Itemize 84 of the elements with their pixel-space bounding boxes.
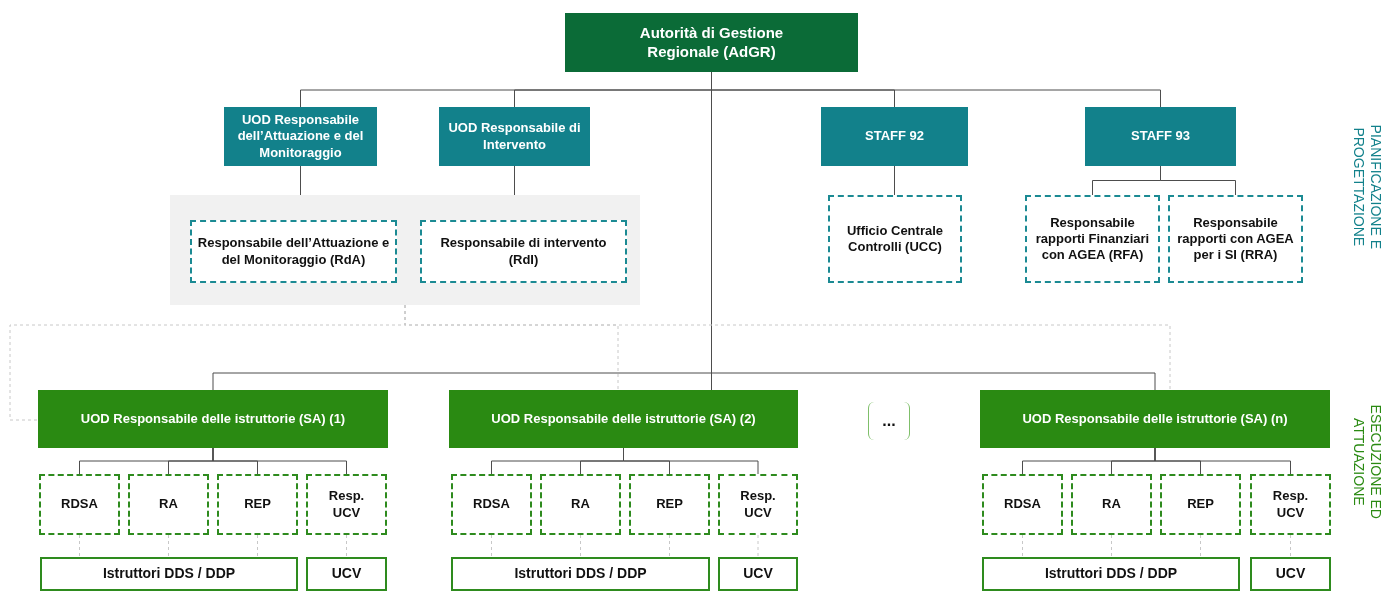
connector-line — [300, 165, 301, 196]
role-box — [1168, 195, 1303, 283]
node-label: RA — [1102, 496, 1121, 513]
node-label: Resp. UCV — [327, 488, 366, 521]
connector-line — [894, 165, 895, 196]
dotted-connector — [404, 304, 1171, 391]
team-box — [982, 557, 1240, 591]
node-label: RA — [571, 496, 590, 513]
role-box — [1025, 195, 1160, 283]
unit-box — [439, 107, 590, 166]
node-label: UCV — [331, 565, 362, 583]
node-label: Responsabile rapporti Finanziari con AGEA (RFA) — [1034, 214, 1151, 264]
node-label: REP — [244, 496, 271, 513]
node-label: REP — [1187, 496, 1214, 513]
group-panel — [170, 195, 640, 305]
node-label: UOD Responsabile delle istruttorie (SA) (2) — [491, 410, 756, 428]
node-label: Autorità di Gestione Regionale (AdGR) — [638, 23, 785, 62]
node-label: Resp. UCV — [739, 488, 777, 521]
role-box — [540, 474, 621, 535]
team-box — [451, 557, 710, 591]
node-label: ... — [882, 411, 896, 431]
role-box — [629, 474, 710, 535]
team-box — [306, 557, 387, 591]
node-label: Istruttori DDS / DDP — [514, 565, 647, 583]
role-box — [306, 474, 387, 535]
unit-box — [224, 107, 377, 166]
dotted-connector — [1200, 534, 1201, 558]
node-label: Responsabile rapporti con AGEA per i SI (RRA) — [1176, 214, 1295, 264]
unit-box — [449, 390, 798, 448]
section-label: PIANIFICAZIONE E PROGETTAZIONE — [1350, 123, 1384, 252]
dotted-connector — [346, 534, 347, 558]
section-label: ESECUZIONE ED ATTUAZIONE — [1350, 403, 1384, 521]
role-box — [1160, 474, 1241, 535]
role-box — [39, 474, 120, 535]
unit-box — [1085, 107, 1236, 166]
node-label: REP — [656, 496, 683, 513]
role-box — [1250, 474, 1331, 535]
dotted-connector — [1290, 534, 1291, 558]
dotted-connector — [491, 534, 492, 558]
role-box — [190, 220, 397, 283]
dotted-connector — [580, 534, 581, 558]
team-box — [718, 557, 798, 591]
node-label: RDSA — [1004, 496, 1041, 513]
team-box — [40, 557, 298, 591]
dotted-connector — [257, 534, 258, 558]
node-label: UOD Responsabile di Intervento — [447, 120, 582, 153]
node-label: STAFF 93 — [1131, 128, 1190, 145]
unit-box — [38, 390, 388, 448]
node-label: UCV — [743, 565, 773, 583]
node-label: RDSA — [61, 496, 98, 513]
node-label: UOD Responsabile delle istruttorie (SA) (1) — [80, 410, 346, 428]
node-label: Responsabile di intervento (RdI) — [439, 235, 608, 268]
dotted-connector — [669, 534, 670, 558]
dotted-connector — [1111, 534, 1112, 558]
node-label: Istruttori DDS / DDP — [1044, 565, 1178, 583]
connector-line — [1154, 447, 1291, 475]
node-label: Istruttori DDS / DDP — [102, 565, 236, 583]
unit-box — [980, 390, 1330, 448]
role-box — [1071, 474, 1152, 535]
role-box — [451, 474, 532, 535]
dotted-connector — [1022, 534, 1023, 558]
connector-line — [212, 447, 347, 475]
role-box — [828, 195, 962, 283]
organization-box — [565, 13, 858, 72]
connector-line — [514, 165, 515, 196]
connector-line — [1160, 165, 1236, 196]
node-label: Ufficio Centrale Controlli (UCC) — [845, 222, 945, 256]
dotted-connector — [168, 534, 169, 558]
dotted-connector — [79, 534, 80, 558]
role-box — [217, 474, 298, 535]
node-label: Resp. UCV — [1271, 488, 1310, 521]
role-box — [128, 474, 209, 535]
node-label: STAFF 92 — [865, 128, 924, 145]
role-box — [718, 474, 798, 535]
node-label: Responsabile dell’Attuazione e del Monitoraggio (RdA) — [196, 235, 391, 268]
team-box — [1250, 557, 1331, 591]
node-label: RDSA — [473, 496, 510, 513]
node-label: RA — [159, 496, 178, 513]
node-label: UOD Responsabile dell’Attuazione e del Monitoraggio — [236, 112, 365, 161]
role-box — [420, 220, 627, 283]
unit-box — [821, 107, 968, 166]
role-box — [982, 474, 1063, 535]
node-label: UOD Responsabile delle istruttorie (SA) (n) — [1022, 410, 1288, 428]
node-label: UCV — [1275, 565, 1306, 583]
